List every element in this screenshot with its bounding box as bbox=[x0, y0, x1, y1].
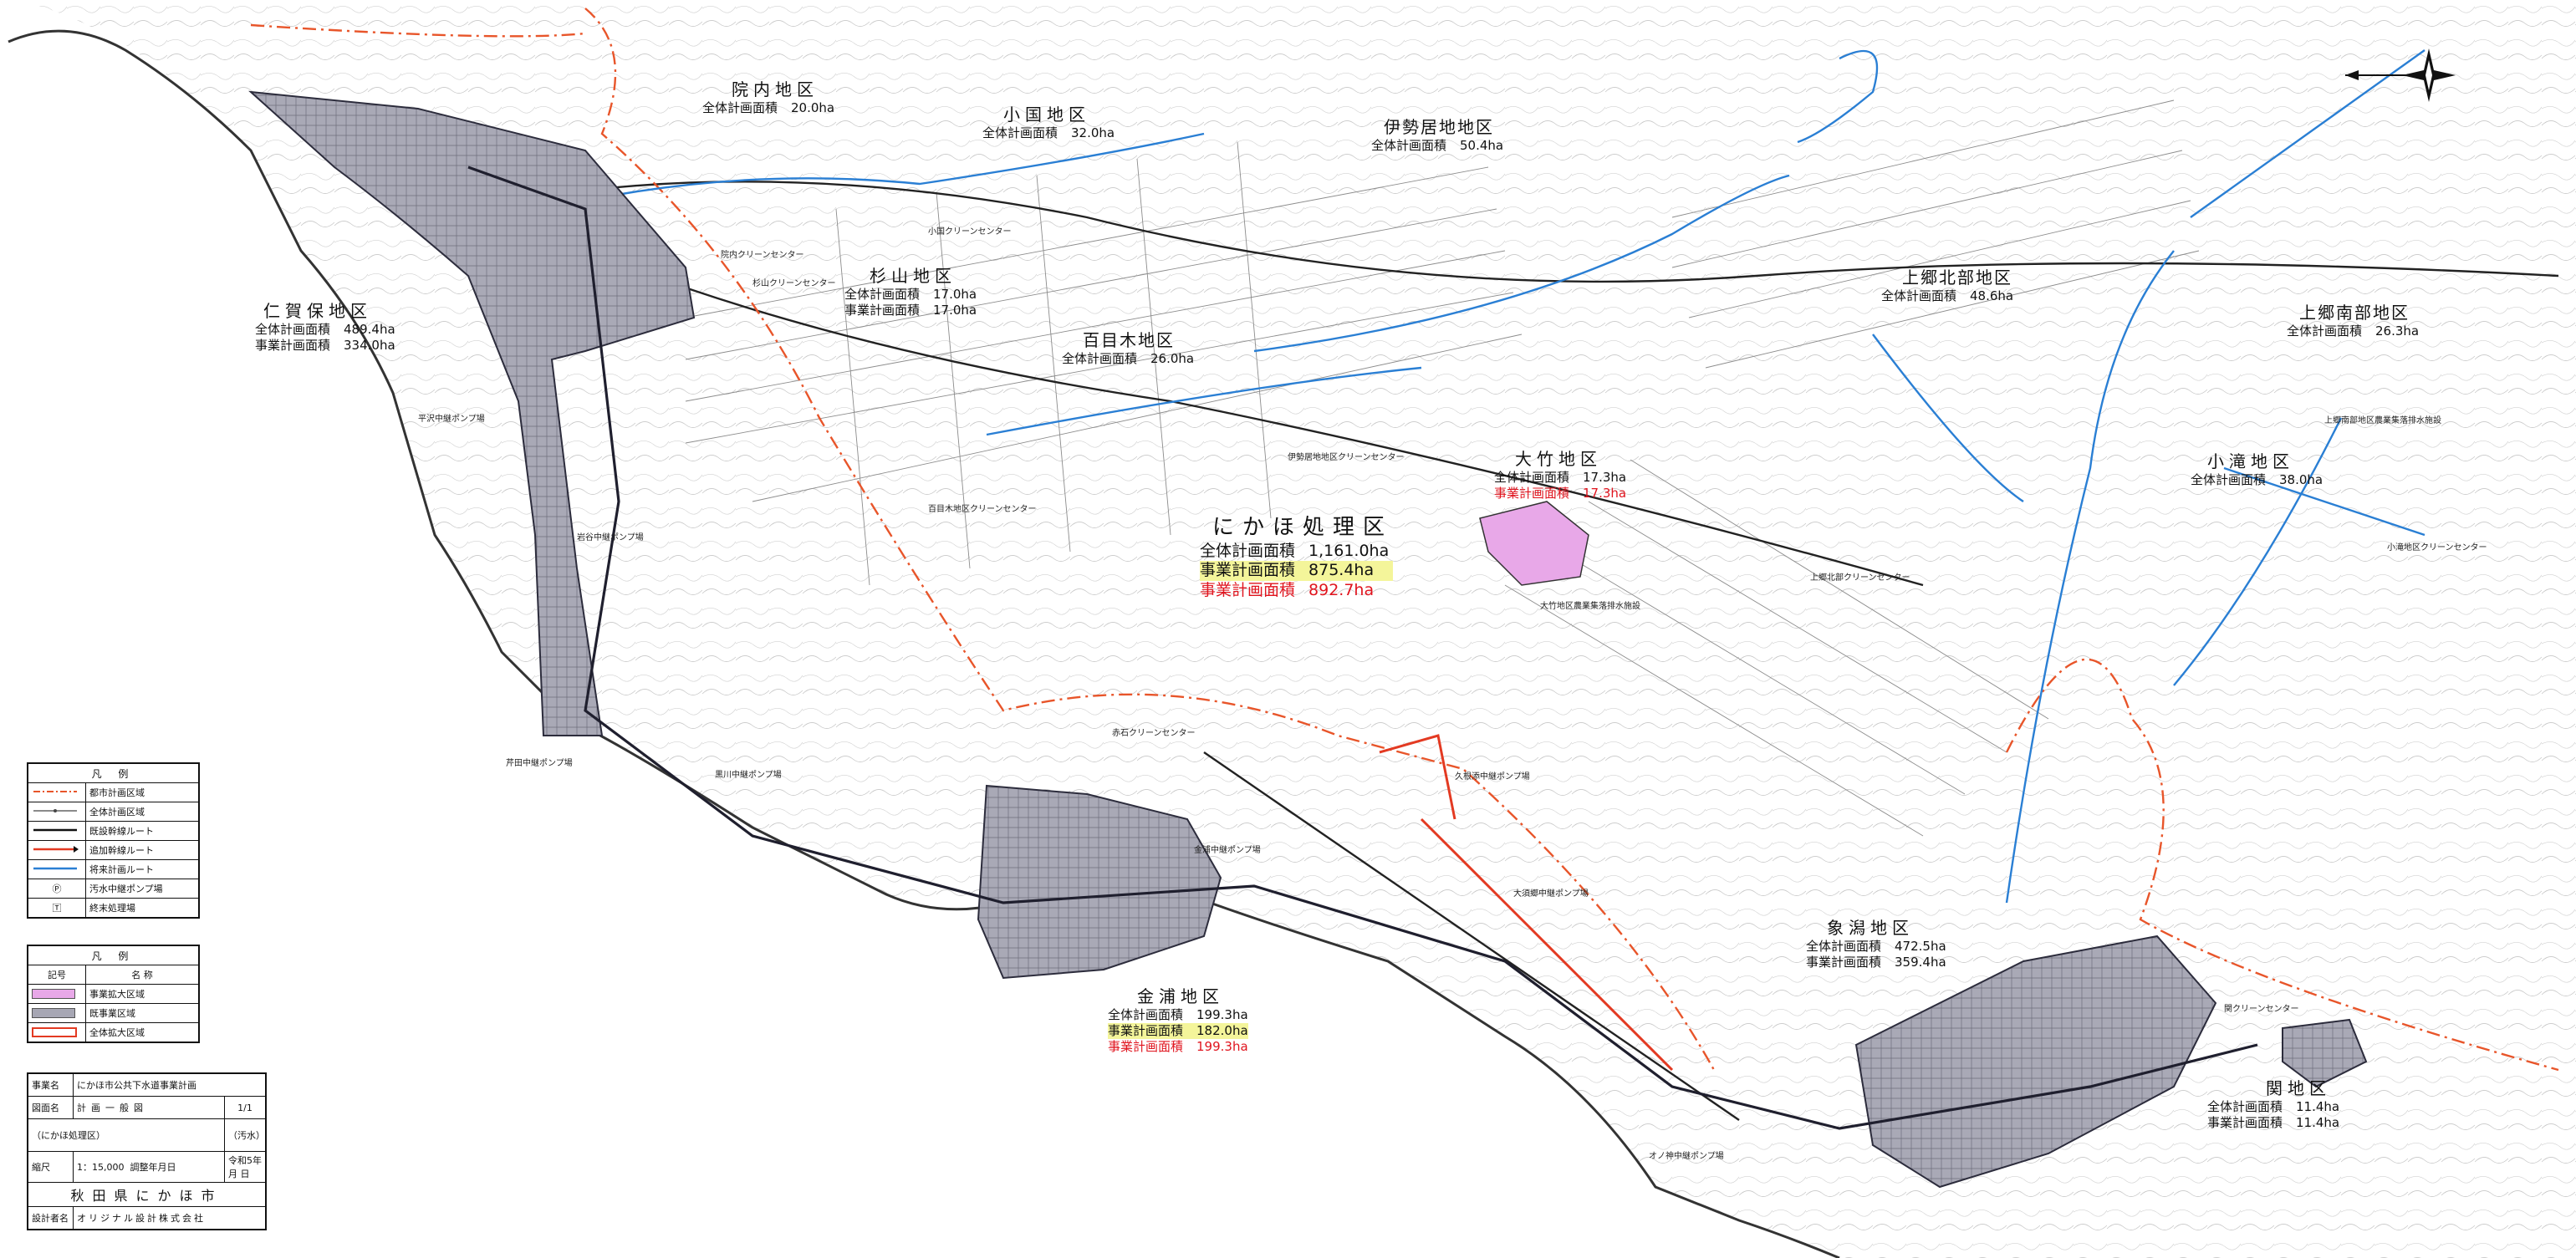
dashed-line-icon bbox=[33, 790, 77, 792]
legend-routes: 凡 例 都市計画区域 全体計画区域 既設幹線ルート 追加幹線ルート 将来計画ルー… bbox=[27, 762, 200, 919]
future-routes bbox=[584, 49, 2426, 904]
blue-line-icon bbox=[33, 867, 77, 869]
facility-label: 久根添中継ポンプ場 bbox=[1455, 772, 1530, 782]
pink-swatch-icon bbox=[32, 989, 75, 999]
legend-areas: 凡 例 記号名 称 事業拡大区域 既事業区域 全体拡大区域 bbox=[27, 945, 200, 1043]
overall-expansion-route bbox=[1379, 734, 1674, 1072]
facility-label: 小国クリーンセンター bbox=[928, 227, 1012, 237]
kisakata-urban-area bbox=[1854, 935, 2217, 1189]
facility-label: 百目木地区クリーンセンター bbox=[928, 505, 1037, 514]
roads bbox=[467, 181, 2559, 1121]
facility-label: オノ神中継ポンプ場 bbox=[1649, 1152, 1724, 1161]
designer-name: オリジナル設計株式会社 bbox=[73, 1206, 266, 1230]
trunk-sewer bbox=[467, 166, 2258, 1130]
facility-label: 杉山クリーンセンター bbox=[752, 279, 836, 288]
facility-label: 大竹地区農業集落排水施設 bbox=[1540, 602, 1640, 611]
facility-label: 大須郷中継ポンプ場 bbox=[1513, 889, 1589, 899]
facility-label: 金浦中継ポンプ場 bbox=[1194, 846, 1261, 855]
facility-label: 黒川中継ポンプ場 bbox=[715, 771, 782, 780]
red-line-icon bbox=[33, 845, 79, 853]
organization-name: 秋田県にかほ市 bbox=[28, 1182, 266, 1207]
facility-label: 芹田中継ポンプ場 bbox=[506, 759, 573, 768]
scale-value: 1：15,000 bbox=[77, 1162, 125, 1173]
dotted-line-icon bbox=[33, 808, 77, 812]
treatment-plant-icon: 🅃 bbox=[28, 898, 86, 918]
north-arrow-icon bbox=[2345, 48, 2456, 102]
facility-label: 上郷南部地区農業集落排水施設 bbox=[2324, 416, 2441, 425]
nikaho-urban-area bbox=[248, 90, 696, 736]
existing-service-areas bbox=[248, 90, 2368, 1189]
grey-swatch-icon bbox=[32, 1008, 75, 1018]
facility-label: 小滝地区クリーンセンター bbox=[2387, 543, 2487, 553]
black-line-icon bbox=[33, 828, 77, 831]
pump-station-icon: Ⓟ bbox=[28, 879, 86, 899]
project-name: にかほ市公共下水道事業計画 bbox=[73, 1073, 266, 1097]
expansion-area-otake bbox=[1479, 501, 1589, 586]
konoura-urban-area bbox=[977, 784, 1222, 980]
seki-urban-area bbox=[2282, 1018, 2368, 1088]
red-outline-swatch-icon bbox=[32, 1027, 77, 1037]
facility-label: 上郷北部クリーンセンター bbox=[1810, 573, 1910, 583]
district-name: 院内地区 bbox=[732, 79, 819, 99]
legend-title: 凡 例 bbox=[28, 763, 199, 783]
facility-label: 関クリーンセンター bbox=[2224, 1005, 2299, 1014]
facility-label: 赤石クリーンセンター bbox=[1112, 729, 1196, 738]
facility-label: 平沢中継ポンプ場 bbox=[418, 415, 485, 424]
facility-label: 伊勢居地地区クリーンセンター bbox=[1288, 453, 1405, 462]
figure-name: 計画一般図 bbox=[73, 1096, 225, 1119]
urban-planning-boundary bbox=[250, 8, 2559, 1072]
sheet-number: 1/1 bbox=[224, 1096, 266, 1119]
facility-label: 院内クリーンセンター bbox=[721, 251, 804, 260]
field-grid bbox=[685, 99, 2200, 837]
facility-label: 岩谷中継ポンプ場 bbox=[577, 533, 644, 542]
